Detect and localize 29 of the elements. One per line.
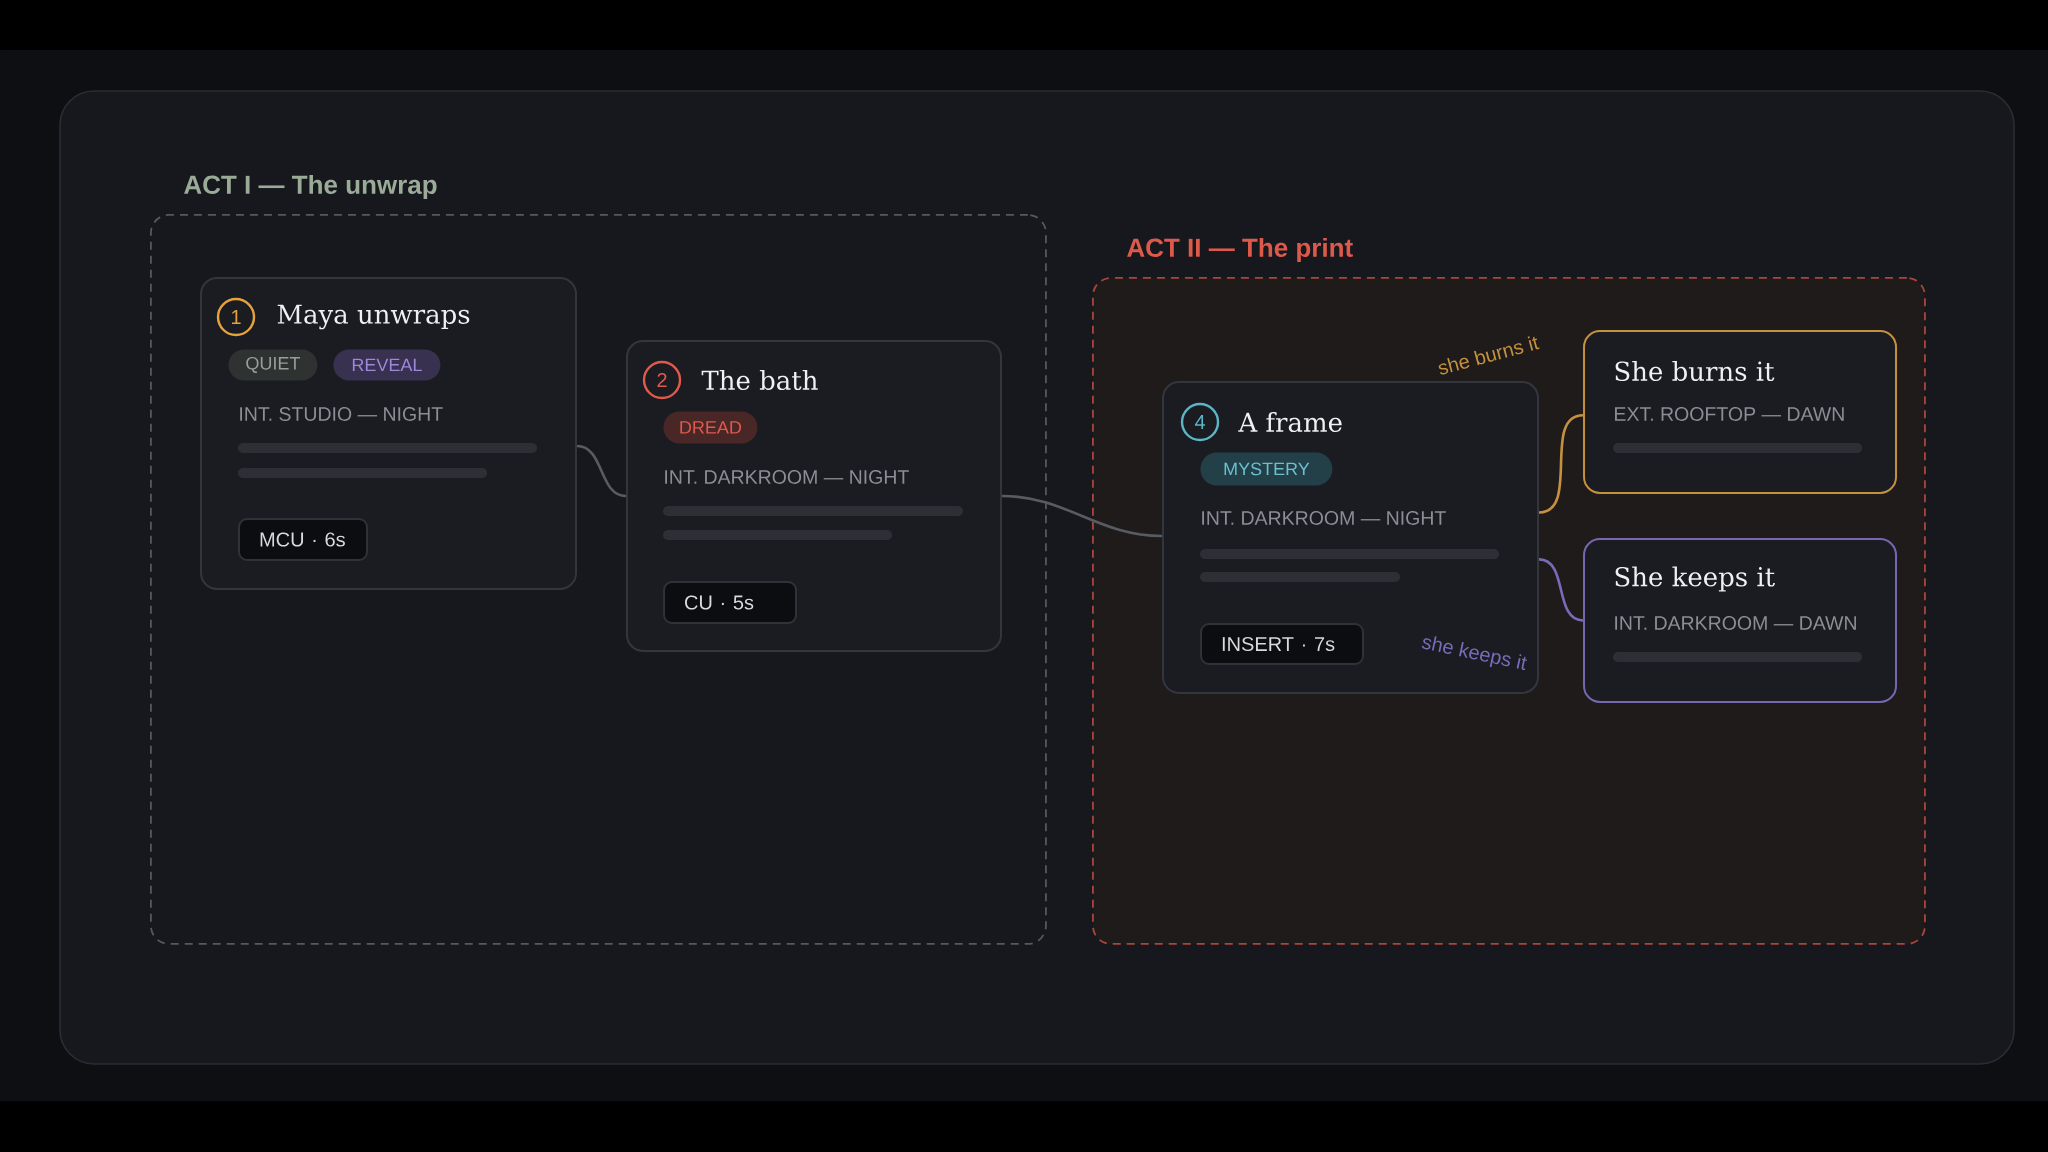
edge-label: she keeps it: [1421, 636, 1527, 671]
scene-title: She keeps it: [1615, 566, 1775, 592]
scene-card: [626, 340, 1002, 652]
act-heading: ACT I — The unwrap: [184, 174, 437, 200]
connector: [1001, 494, 1163, 538]
connector: [576, 444, 627, 498]
scene-title: The bath: [701, 369, 818, 391]
scene-card: [1583, 538, 1897, 703]
scene-card: [1162, 381, 1539, 694]
scene-card: [1583, 330, 1897, 494]
shot-chip: MCU · 6s: [238, 518, 368, 561]
mood-tag: DREAD: [663, 411, 758, 444]
connector: [1538, 414, 1584, 514]
scene-heading: INT. DARKROOM — DAWN: [1615, 616, 1856, 630]
connector: [1538, 558, 1584, 622]
scene-title: Maya unwraps: [277, 304, 470, 330]
scene-heading: INT. STUDIO — NIGHT: [240, 407, 443, 421]
shot-chip: INSERT · 7s: [1200, 623, 1364, 665]
scene-title: A frame: [1238, 411, 1342, 433]
edge-label: she burns it: [1438, 336, 1540, 375]
scene-heading: INT. DARKROOM — NIGHT: [1202, 511, 1446, 525]
act-heading: ACT II — The print: [1127, 237, 1353, 263]
scene-card: [200, 277, 577, 590]
mood-tag: REVEAL: [333, 349, 441, 381]
scene-heading: EXT. ROOFTOP — DAWN: [1615, 407, 1844, 421]
mood-tag: MYSTERY: [1200, 452, 1333, 486]
shot-chip: CU · 5s: [663, 581, 797, 624]
scene-heading: INT. DARKROOM — NIGHT: [665, 470, 909, 484]
scene-title: She burns it: [1615, 360, 1775, 382]
